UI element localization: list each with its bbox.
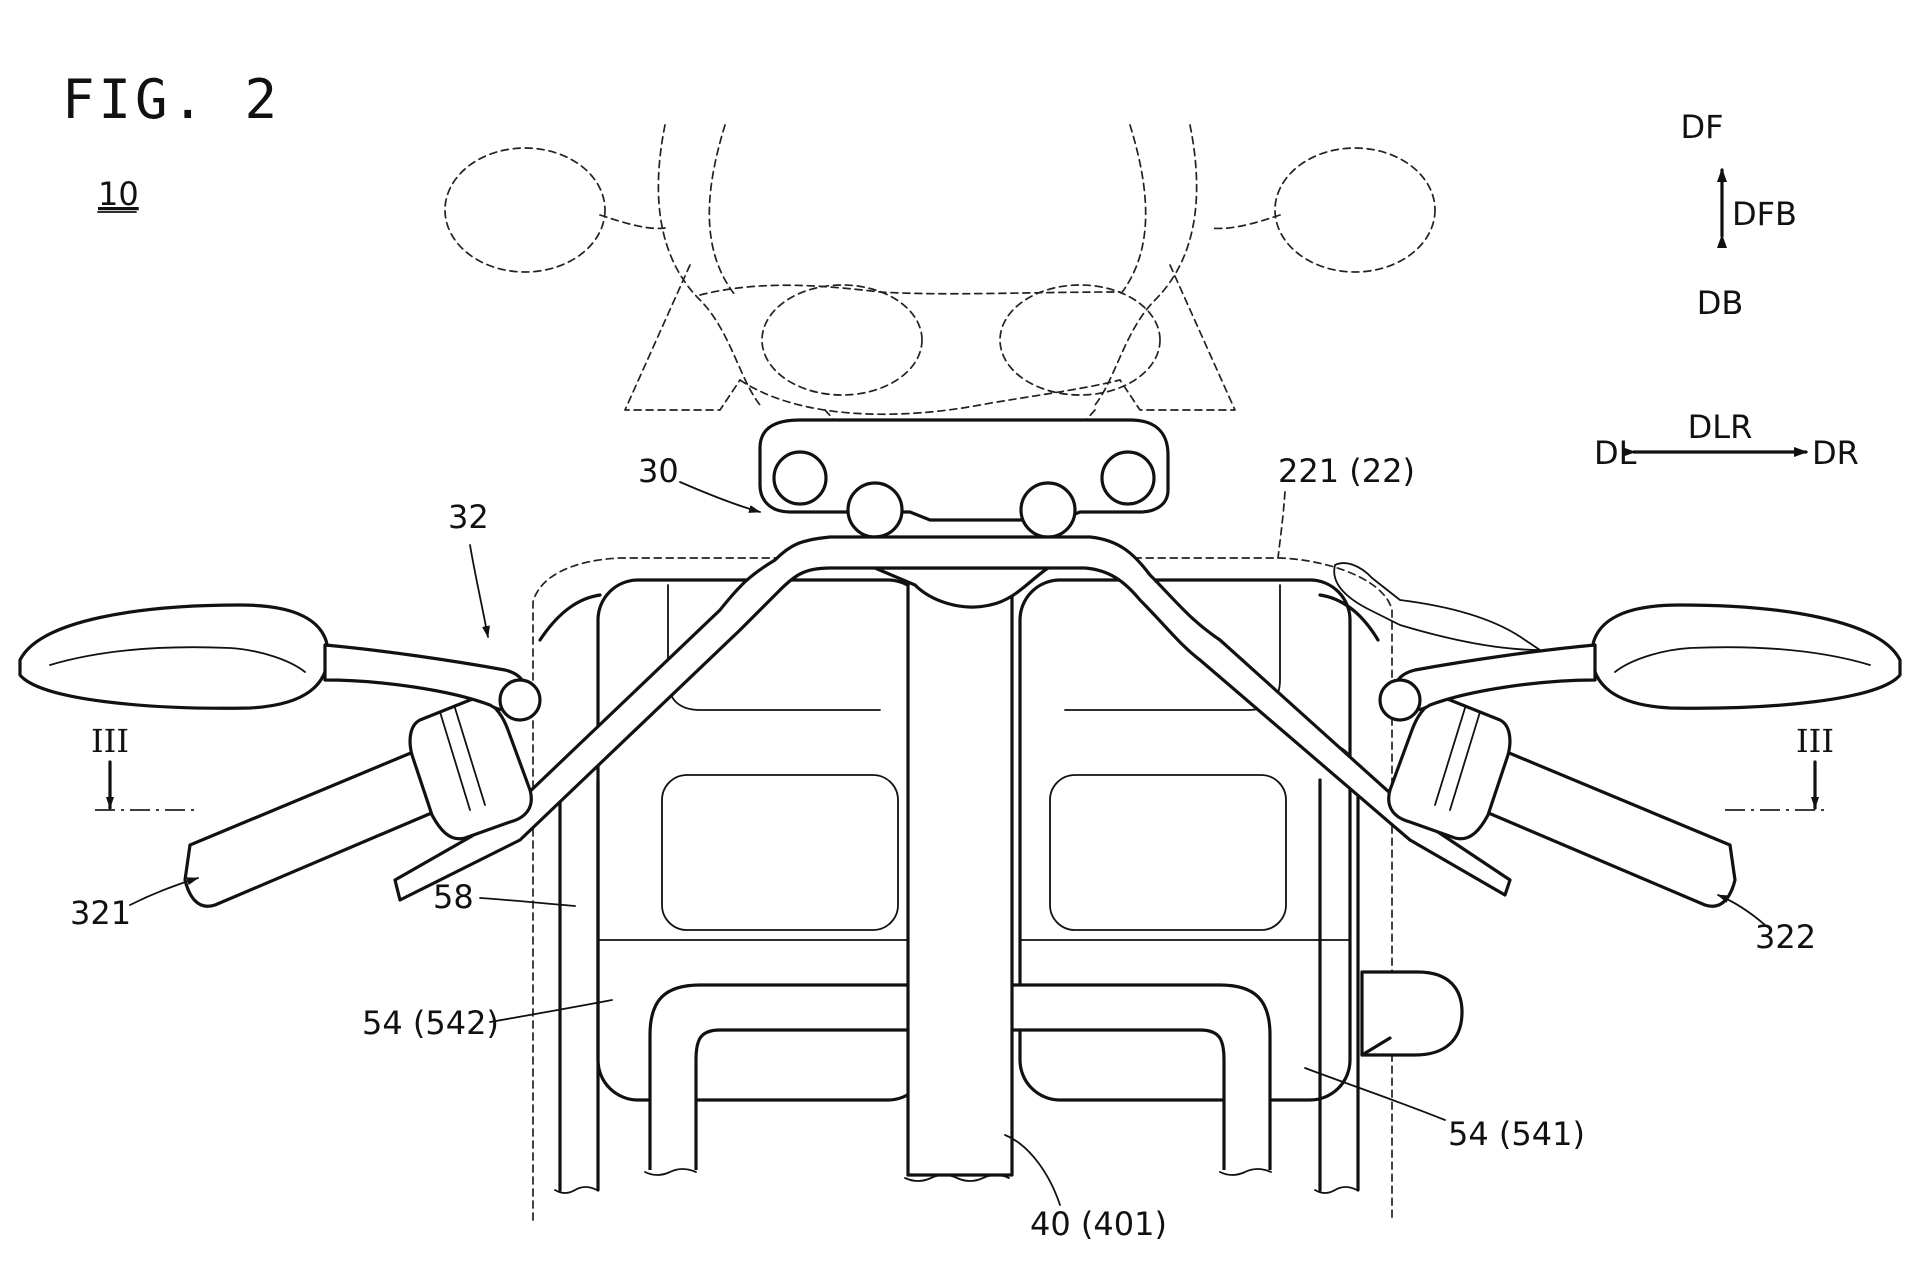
right-footrest bbox=[1360, 970, 1464, 1057]
label-541: 54 (541) bbox=[1448, 1115, 1585, 1153]
direction-back-label: DB bbox=[1697, 284, 1744, 322]
right-headlight-outline bbox=[999, 284, 1161, 396]
callouts: 30 32 221 (22) 321 322 58 54 (542) 54 (5… bbox=[70, 452, 1816, 1243]
label-58: 58 bbox=[433, 878, 474, 916]
direction-left-label: DL bbox=[1594, 434, 1637, 472]
front-cowl-outline bbox=[444, 124, 1436, 506]
label-32: 32 bbox=[448, 498, 489, 536]
left-mirror bbox=[18, 603, 542, 722]
direction-front-back-label: DFB bbox=[1732, 195, 1797, 233]
label-542: 54 (542) bbox=[362, 1004, 499, 1042]
left-grip-321 bbox=[183, 697, 533, 908]
body-boundary-dashed bbox=[532, 557, 1393, 1221]
top-bridge-30 bbox=[758, 418, 1170, 539]
label-221: 221 (22) bbox=[1278, 452, 1415, 490]
left-headlight-outline bbox=[761, 284, 923, 396]
right-turn-signal-outline bbox=[1274, 147, 1436, 273]
left-turn-signal-outline bbox=[444, 147, 606, 273]
frame-pipes-54 bbox=[538, 593, 1380, 1194]
central-frame-40 bbox=[873, 558, 1050, 1182]
direction-right-label: DR bbox=[1812, 434, 1859, 472]
figure-title: FIG. 2 bbox=[62, 68, 281, 131]
right-grip-322 bbox=[1387, 697, 1737, 908]
right-lever bbox=[1333, 562, 1541, 651]
direction-left-right-label: DLR bbox=[1688, 408, 1753, 446]
handlebar-32 bbox=[393, 535, 1512, 902]
label-40: 40 (401) bbox=[1030, 1205, 1167, 1243]
section-mark-right: III bbox=[1725, 722, 1834, 811]
section-label-left: III bbox=[91, 722, 129, 760]
section-mark-left: III bbox=[91, 722, 198, 811]
left-right-direction-indicator: DLR DL DR bbox=[1594, 408, 1859, 472]
right-mirror bbox=[1378, 603, 1902, 722]
label-321: 321 bbox=[70, 894, 131, 932]
section-label-right: III bbox=[1796, 722, 1834, 760]
label-30: 30 bbox=[638, 452, 679, 490]
reference-number: 10 bbox=[98, 175, 139, 213]
direction-front-label: DF bbox=[1680, 108, 1723, 146]
front-back-direction-indicator: DF DFB DB bbox=[1680, 108, 1797, 322]
